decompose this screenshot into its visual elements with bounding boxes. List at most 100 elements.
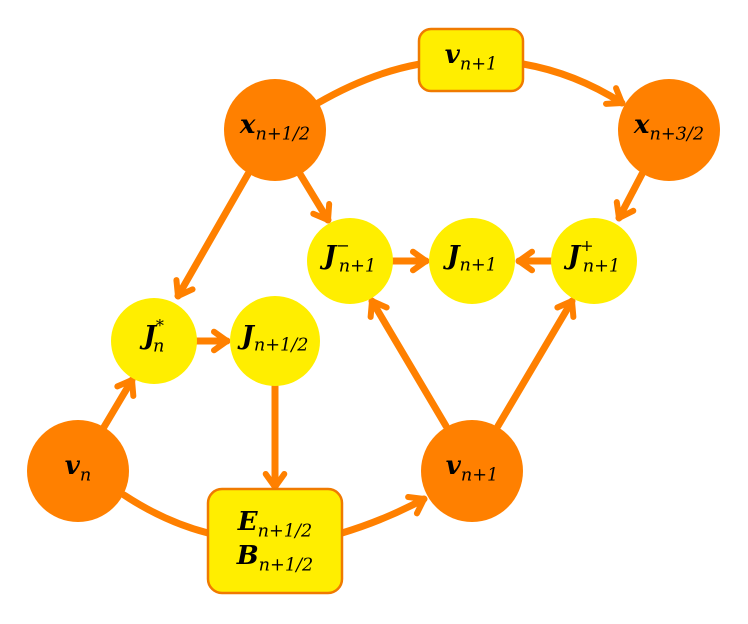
node-label: Jn+1/2 — [237, 321, 309, 355]
node-label: En+1/2 — [237, 507, 312, 541]
label-base: J — [563, 241, 582, 271]
arrowhead — [210, 328, 230, 354]
edge-v_n-to-eb_box — [120, 491, 212, 537]
node-circle — [111, 298, 197, 384]
label-subscript: n+3/2 — [649, 124, 704, 144]
label-base: x — [633, 110, 650, 140]
edge-line — [100, 376, 136, 431]
arrowhead — [114, 377, 137, 399]
edges-layer — [100, 60, 646, 537]
label-base: J — [237, 321, 256, 351]
label-subscript: n — [80, 465, 91, 485]
node-box — [206, 487, 344, 595]
node-eb-box: En+1/2Bn+1/2 — [206, 487, 344, 595]
edge-j_star-to-j_half — [193, 328, 231, 354]
edge-line — [615, 170, 646, 222]
label-base: E — [237, 507, 259, 537]
edge-v_n1_bottom-to-j_plus — [494, 297, 577, 430]
edge-v_n-to-j_star — [100, 376, 137, 431]
node-label: vn — [65, 451, 92, 485]
edge-line — [338, 495, 428, 537]
label-base: J — [442, 241, 461, 271]
node-j-half: Jn+1/2 — [230, 296, 320, 386]
label-subscript: n+1 — [460, 54, 497, 74]
arrowhead — [367, 298, 390, 320]
node-x-half: xn+1/2 — [224, 79, 326, 181]
node-box — [417, 27, 525, 93]
edge-j_minus-to-j_n1 — [389, 248, 430, 274]
edge-x_three_half-to-j_plus — [613, 170, 646, 222]
node-circle — [230, 296, 320, 386]
edge-line — [494, 297, 576, 430]
label-base: J — [139, 321, 158, 351]
node-label: J*n — [139, 316, 165, 357]
edge-line — [296, 170, 332, 224]
edge-line — [314, 60, 424, 107]
arrowhead — [405, 493, 427, 517]
edge-x_half-to-j_star — [173, 170, 252, 300]
node-circle — [421, 420, 523, 522]
arrowhead — [409, 248, 429, 274]
edge-v_n1_top-to-x_three_half — [519, 60, 626, 107]
label-base: v — [445, 40, 461, 70]
node-circle — [551, 218, 637, 304]
arrowhead — [173, 277, 196, 299]
node-x-three-half: xn+3/2 — [618, 79, 720, 181]
label-superscript: + — [580, 236, 594, 255]
node-j-star: J*n — [111, 298, 197, 384]
node-v-n1-top: vn+1 — [417, 27, 525, 93]
node-circle — [307, 218, 393, 304]
node-v-n1-bottom: vn+1 — [421, 420, 523, 522]
arrowhead — [603, 85, 625, 107]
label-subscript: n+1 — [583, 256, 620, 276]
label-base: v — [65, 451, 81, 481]
edge-j_half-to-eb_box — [262, 382, 288, 491]
node-label: J−n+1 — [319, 236, 376, 277]
edge-line — [120, 491, 212, 537]
node-label: xn+3/2 — [633, 110, 704, 144]
edge-v_n1_bottom-to-j_minus — [367, 297, 450, 430]
edge-line — [368, 297, 450, 430]
arrowhead — [554, 298, 577, 320]
arrowhead — [613, 199, 637, 221]
label-subscript: n+1 — [339, 256, 376, 276]
node-circle — [27, 420, 129, 522]
label-subscript: n+1/2 — [255, 124, 310, 144]
node-circle — [429, 218, 515, 304]
label-base: J — [319, 241, 338, 271]
arrowhead — [310, 201, 333, 223]
edge-j_plus-to-j_n1 — [515, 248, 555, 274]
label-subscript: n+1 — [459, 255, 496, 275]
arrowhead — [262, 470, 288, 490]
node-j-plus: J+n+1 — [551, 218, 637, 304]
node-label: Bn+1/2 — [236, 541, 314, 575]
label-subscript: n+1/2 — [259, 555, 314, 575]
label-superscript: * — [156, 316, 164, 335]
node-label: vn+1 — [445, 40, 498, 74]
node-circle — [618, 79, 720, 181]
node-circle — [224, 79, 326, 181]
label-subscript: n — [153, 336, 164, 356]
edge-eb_box-to-v_n1_bottom — [338, 493, 428, 537]
label-base: x — [239, 110, 256, 140]
label-subscript: n+1/2 — [258, 521, 313, 541]
label-subscript: n+1 — [461, 465, 498, 485]
label-base: B — [236, 541, 259, 571]
edge-x_half-to-v_n1_top — [314, 60, 424, 107]
node-label: J+n+1 — [563, 236, 620, 277]
node-v-n: vn — [27, 420, 129, 522]
label-subscript: n+1/2 — [254, 335, 309, 355]
node-label: vn+1 — [446, 451, 499, 485]
edge-x_half-to-j_minus — [296, 170, 333, 224]
edge-line — [519, 60, 626, 107]
node-j-minus: J−n+1 — [307, 218, 393, 304]
label-superscript: − — [336, 236, 350, 255]
node-label: xn+1/2 — [239, 110, 310, 144]
node-label: Jn+1 — [442, 241, 497, 275]
edge-line — [174, 170, 252, 300]
label-base: v — [446, 451, 462, 481]
node-j-n1: Jn+1 — [429, 218, 515, 304]
